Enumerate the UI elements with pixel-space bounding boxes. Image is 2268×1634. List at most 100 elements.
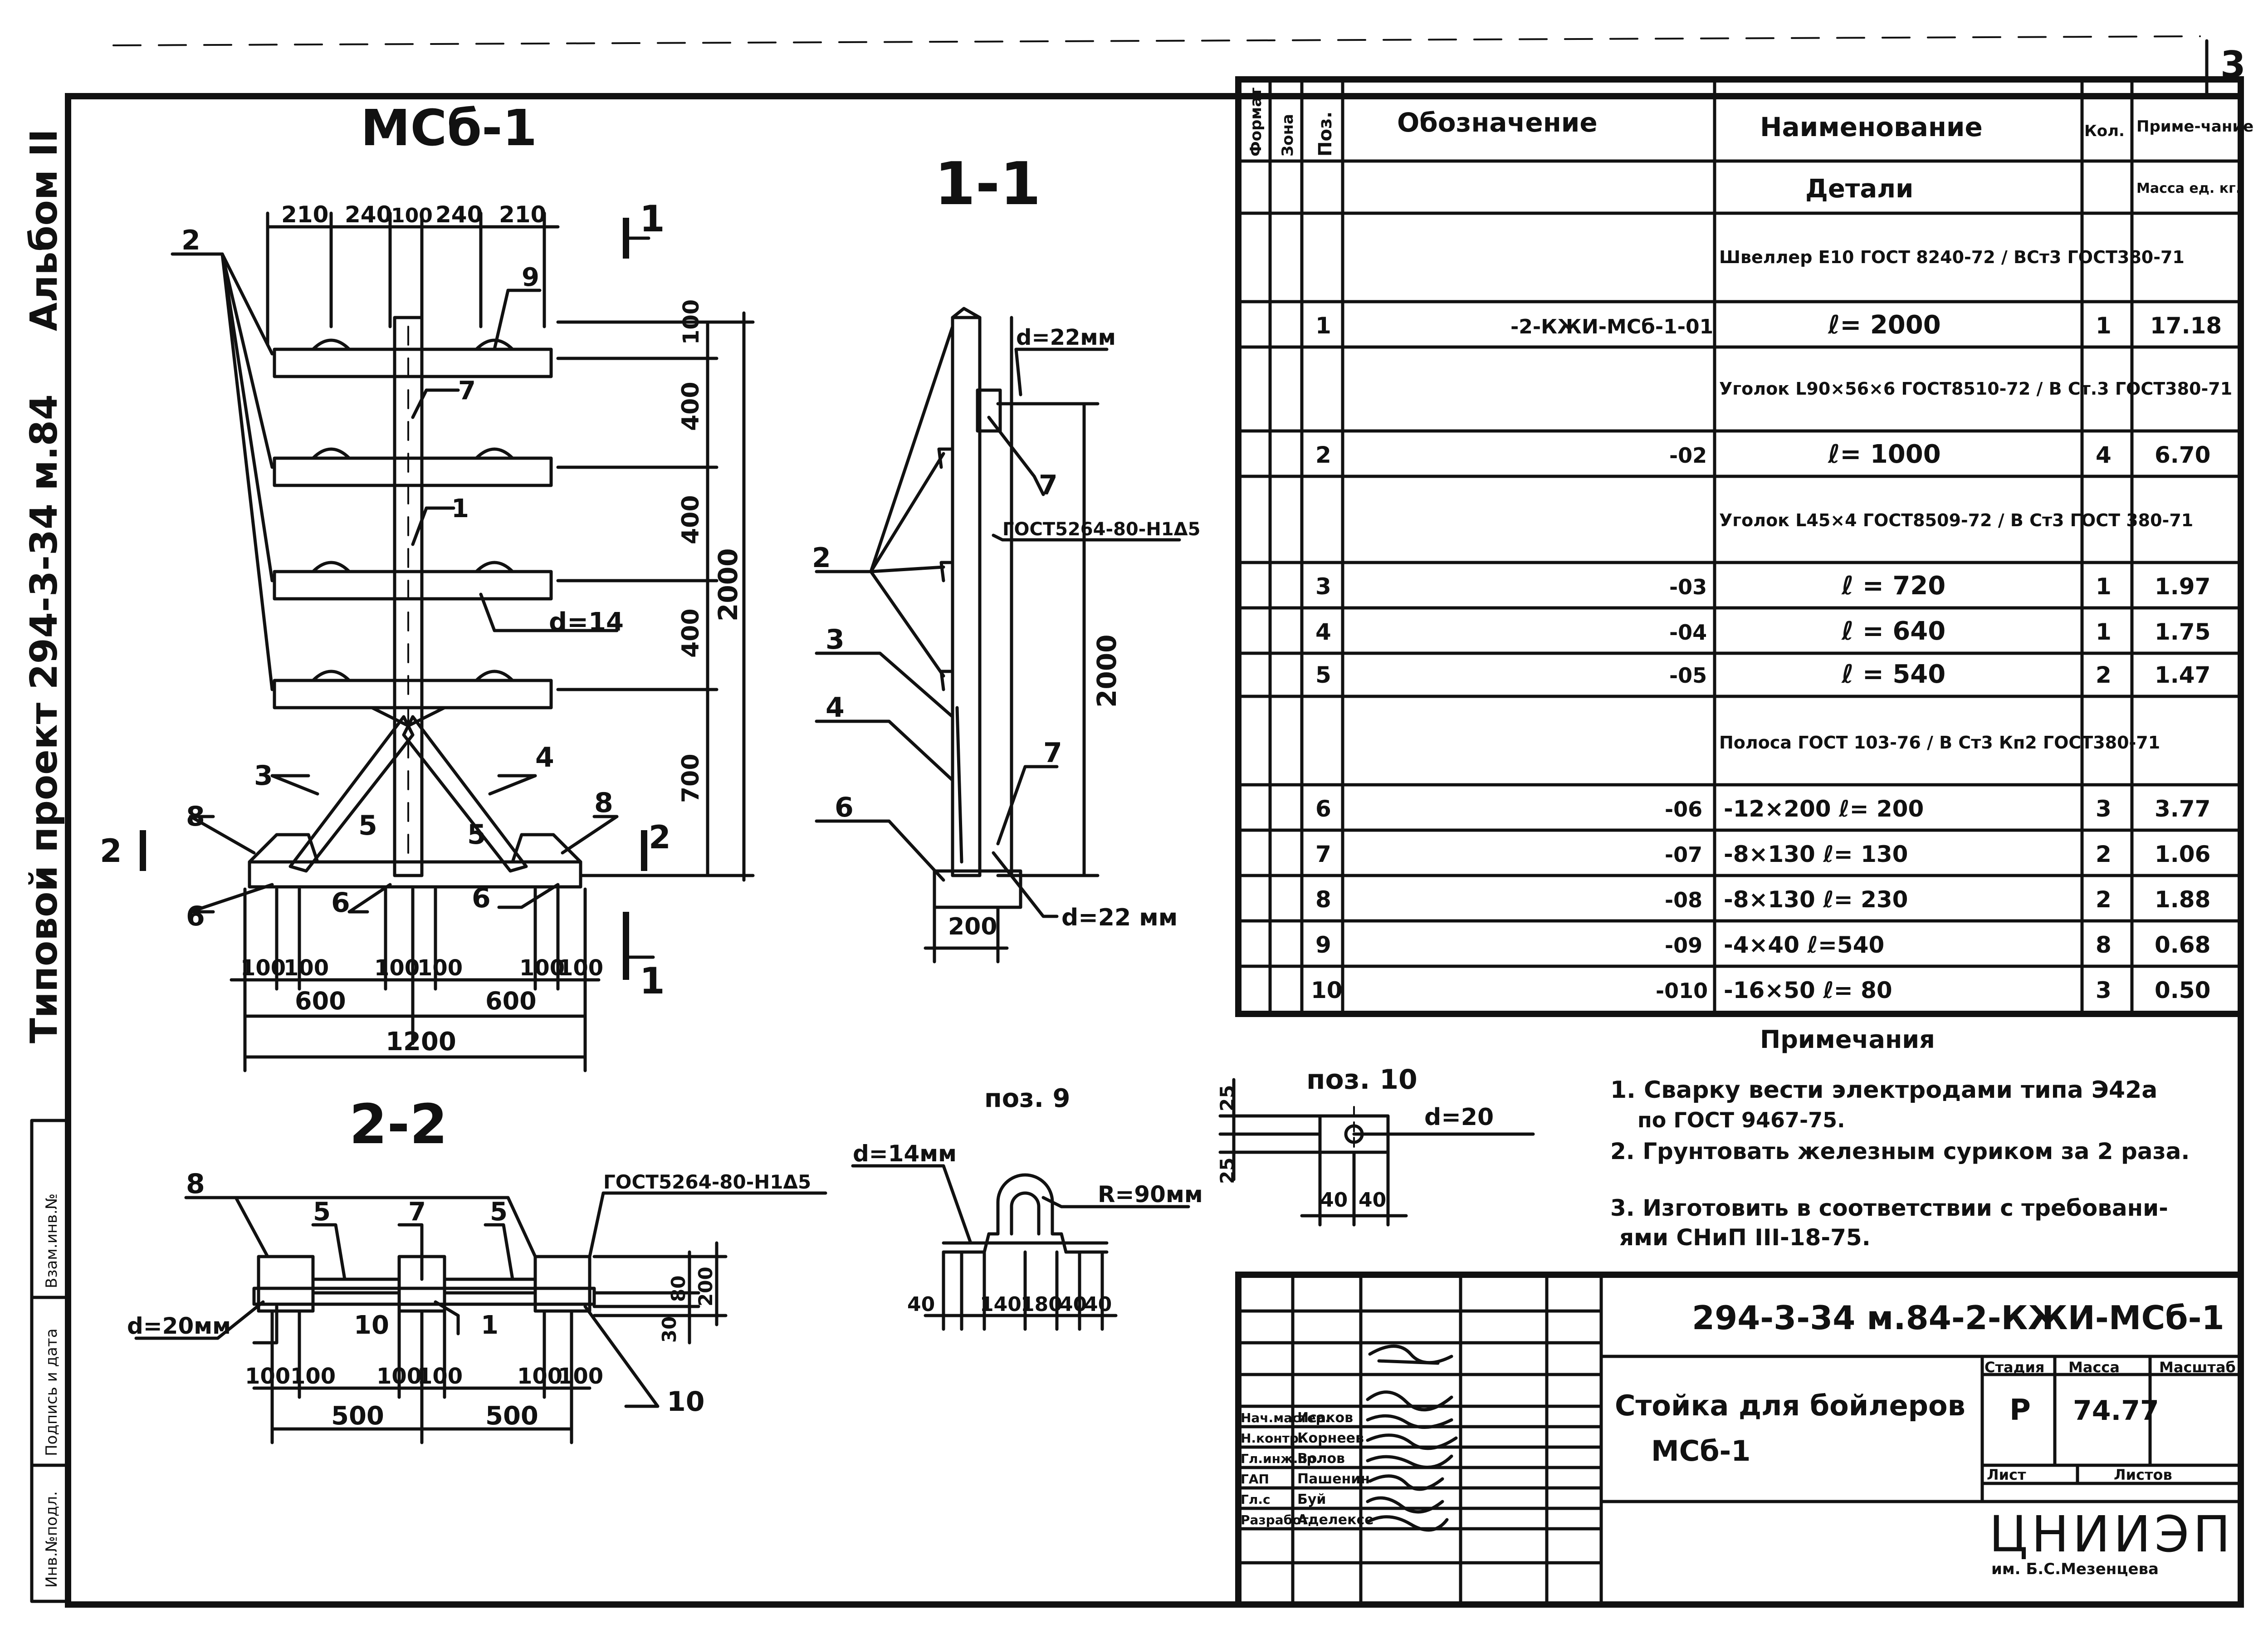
dimension-text: 1200 [386, 1027, 456, 1057]
table-cell: -8×130 ℓ= 130 [1724, 841, 1908, 867]
section-title: 1-1 [934, 149, 1041, 218]
mass-value: 74.77 [2073, 1395, 2159, 1427]
table-cell: 0.68 [2155, 932, 2210, 958]
table-header: Обозначение [1397, 107, 1598, 138]
table-cell: Полоса ГОСТ 103-76 / В Ст3 Кп2 ГОСТ380-7… [1719, 733, 2160, 753]
org-logo-text: ЦНИИЭП [1989, 1505, 2234, 1563]
table-header: Приме-чание [2136, 117, 2253, 136]
sheet-label: Лист [1987, 1466, 2026, 1483]
signature-scribbles [1366, 1345, 1458, 1532]
main-view: МСб-1 210 240 100 240 210 1 [100, 99, 755, 1072]
section-2-2: 2-2 8 5 7 5 10 1 10 ГОСТ5264-80-Н1Δ5 [127, 1093, 827, 1444]
person-name: Пашенин [1297, 1471, 1370, 1487]
callout-label: 3 [254, 760, 273, 792]
table-cell: 1.75 [2155, 619, 2210, 645]
table-row: 4 -04 ℓ = 640 1 1.75 [1315, 616, 2210, 646]
table-cell: 1.47 [2155, 662, 2210, 688]
section-mark-label: 2 [100, 832, 122, 870]
dimension-text: 100 [240, 955, 286, 981]
drawing-name: МСб-1 [1651, 1434, 1750, 1468]
table-cell: 3.77 [2155, 796, 2210, 822]
table-cell: -010 [1656, 978, 1708, 1003]
dimension-ticks [942, 1250, 1104, 1331]
table-cell: Детали [1805, 174, 1913, 204]
table-row: 1 -2-КЖИ-МСб-1-01 ℓ= 2000 1 17.18 [1315, 310, 2222, 340]
dimension-text: 100 [519, 955, 565, 981]
table-cell: 2 [2096, 886, 2112, 913]
main-view-title: МСб-1 [361, 99, 537, 157]
dimension-ticks [1218, 1078, 1408, 1227]
hole-label: d=20 [1424, 1104, 1494, 1131]
note-line: 2. Грунтовать железным суриком за 2 раза… [1610, 1138, 2190, 1164]
section-mark-label: 1 [640, 198, 665, 240]
dimension-text: 500 [331, 1401, 384, 1431]
callout-label: 10 [667, 1386, 705, 1418]
role-label: Гл.инж.пр. [1241, 1451, 1320, 1466]
album-label: Альбом II [23, 129, 66, 331]
hole-label: d=14мм [853, 1140, 957, 1167]
table-cell: 8 [1315, 886, 1331, 913]
person-name: Буй [1297, 1492, 1326, 1507]
notes-block: Примечания 1. Сварку вести электродами т… [1610, 1025, 2190, 1251]
dimension-text: 25 [1216, 1085, 1238, 1111]
callout-label: 7 [408, 1197, 426, 1227]
table-cell: 1.88 [2155, 886, 2210, 913]
role-label: ГАП [1241, 1472, 1269, 1487]
callout-label: 2 [812, 542, 831, 574]
hole-label: d=22мм [1016, 325, 1116, 350]
dimension-text: 100 [391, 204, 433, 227]
table-cell: ℓ = 720 [1841, 571, 1945, 601]
diagonal-braces [288, 706, 528, 873]
table-row-lines [1237, 159, 2243, 968]
table-cell: 0.50 [2155, 977, 2210, 1003]
role-label: Разработ. [1241, 1512, 1313, 1527]
drawing-name: Стойка для бойлеров [1615, 1389, 1965, 1422]
table-cell: 4 [2096, 442, 2112, 468]
person-name: Аделексе [1297, 1512, 1374, 1528]
table-cell: ℓ = 540 [1841, 660, 1945, 689]
dimension-text: 2000 [713, 548, 743, 621]
table-row: 2 -02 ℓ= 1000 4 6.70 [1315, 440, 2210, 469]
callout-label: 8 [594, 787, 613, 819]
table-row: 3 -03 ℓ = 720 1 1.97 [1315, 571, 2210, 601]
table-cell: 2 [1315, 442, 1331, 468]
table-cell: -02 [1669, 443, 1707, 468]
dimension-text: 80 [667, 1276, 689, 1302]
dimension-ticks [556, 320, 755, 877]
dimension-text: 25 [1216, 1158, 1238, 1184]
callout-label: 7 [458, 376, 476, 406]
detail-title: поз. 9 [984, 1084, 1070, 1113]
table-frame [1235, 76, 2244, 1017]
table-cell: 5 [1315, 662, 1331, 688]
dimension-text: 210 [281, 201, 328, 228]
callout-label: 4 [535, 742, 554, 773]
table-cell: 1 [2096, 573, 2112, 600]
person-name: Корнеев [1297, 1430, 1364, 1446]
dimension-text: 100 [417, 955, 463, 981]
callout-label: 5 [467, 819, 486, 851]
callout-label: 3 [826, 624, 845, 656]
dimension-text: 240 [435, 201, 483, 228]
bracket-profile [942, 1173, 1109, 1254]
callout-label: 8 [186, 1168, 205, 1200]
table-cell: 6 [1315, 796, 1331, 822]
callout-label: 6 [331, 887, 350, 919]
dimension-text: 210 [499, 201, 546, 228]
dimension-text: 30 [658, 1316, 680, 1343]
title-block-frame [1235, 1272, 2244, 1608]
table-column-lines [1268, 78, 2134, 1016]
dimension-text: 100 [558, 1364, 603, 1389]
table-cell: 1.97 [2155, 573, 2210, 600]
dimension-text: 240 [345, 201, 392, 228]
table-cell: ℓ= 1000 [1828, 440, 1941, 469]
table-cell: Швеллер Е10 ГОСТ 8240-72 / ВСт3 ГОСТ380-… [1719, 247, 2185, 267]
title-block: 294-3-34 м.84-2-КЖИ-МСб-1 Стойка для бой… [1235, 1272, 2244, 1608]
section-title: 2-2 [349, 1093, 448, 1156]
side-stamp: Альбом II Типовой проект 294-3-34 м.84 В… [23, 129, 70, 1603]
dimension-text: 100 [517, 1364, 562, 1389]
shelf-angles [273, 338, 553, 709]
dimension-text: 140 [980, 1293, 1022, 1316]
sheets-label: Листов [2114, 1466, 2172, 1483]
table-row: Полоса ГОСТ 103-76 / В Ст3 Кп2 ГОСТ380-7… [1719, 733, 2160, 753]
dimension-text: 40 [1084, 1293, 1112, 1316]
